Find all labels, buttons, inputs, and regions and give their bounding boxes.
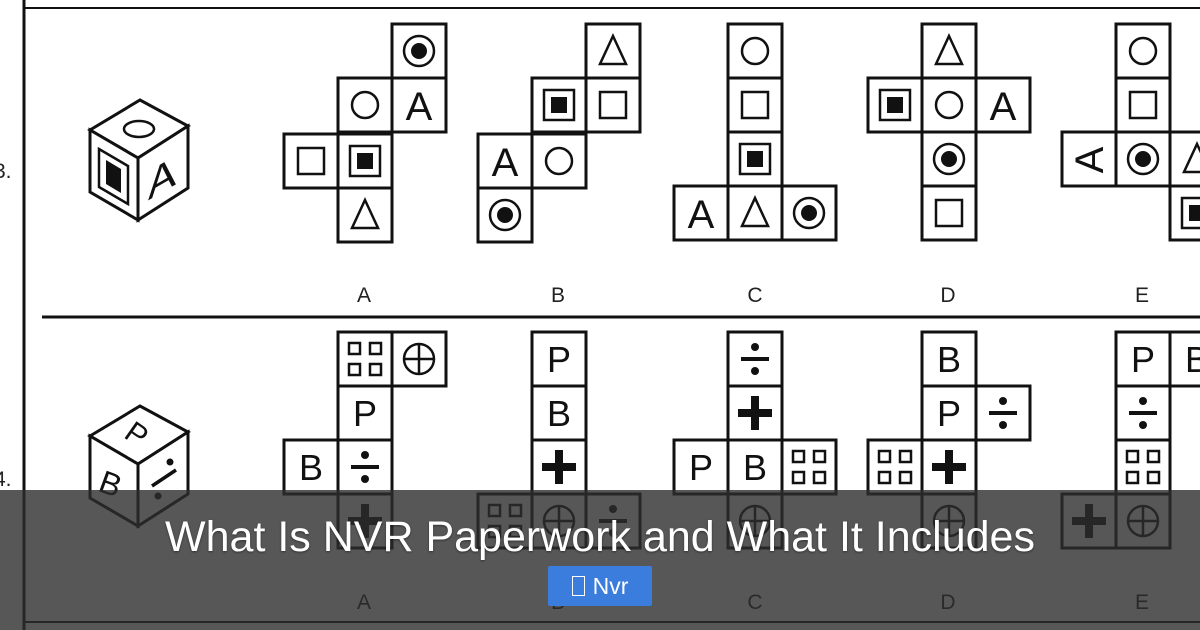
net-option-3b[interactable]: A: [476, 22, 642, 244]
net-option-3a[interactable]: A: [282, 22, 448, 244]
net-face-letter: P: [353, 393, 377, 434]
net-face-letter: A: [990, 85, 1017, 129]
question-number-3: 3.: [0, 160, 12, 183]
net-option-3c[interactable]: A: [672, 22, 838, 242]
net-face-letter: A: [1068, 146, 1112, 173]
folder-icon: [571, 576, 585, 596]
option-label-3e: E: [1135, 284, 1149, 307]
net-face-letter: A: [492, 141, 519, 185]
net-face-letter: B: [743, 447, 767, 488]
net-face-letter: B: [547, 393, 571, 434]
option-label-3b: B: [551, 284, 565, 307]
net-face-letter: B: [299, 447, 323, 488]
option-label-3a: A: [357, 284, 371, 307]
reference-cube-3: A: [87, 98, 191, 223]
question-number-4: 4.: [0, 468, 12, 491]
net-face-letter: P: [1131, 339, 1155, 380]
net-option-3d[interactable]: A: [866, 22, 1032, 242]
category-tag[interactable]: Nvr: [548, 566, 652, 606]
net-face-letter: B: [937, 339, 961, 380]
category-tag-label: Nvr: [592, 572, 629, 599]
net-option-3e[interactable]: A: [1060, 22, 1200, 242]
net-face-letter: A: [406, 85, 433, 129]
net-face-letter: A: [688, 193, 715, 237]
net-face-letter: P: [547, 339, 571, 380]
option-label-3c: C: [747, 284, 762, 307]
page-title: What Is NVR Paperwork and What It Includ…: [165, 513, 1035, 561]
net-face-letter: P: [689, 447, 713, 488]
option-label-3d: D: [940, 284, 955, 307]
net-face-letter: P: [937, 393, 961, 434]
title-overlay: [0, 490, 1200, 630]
net-face-letter: B: [1185, 339, 1200, 380]
